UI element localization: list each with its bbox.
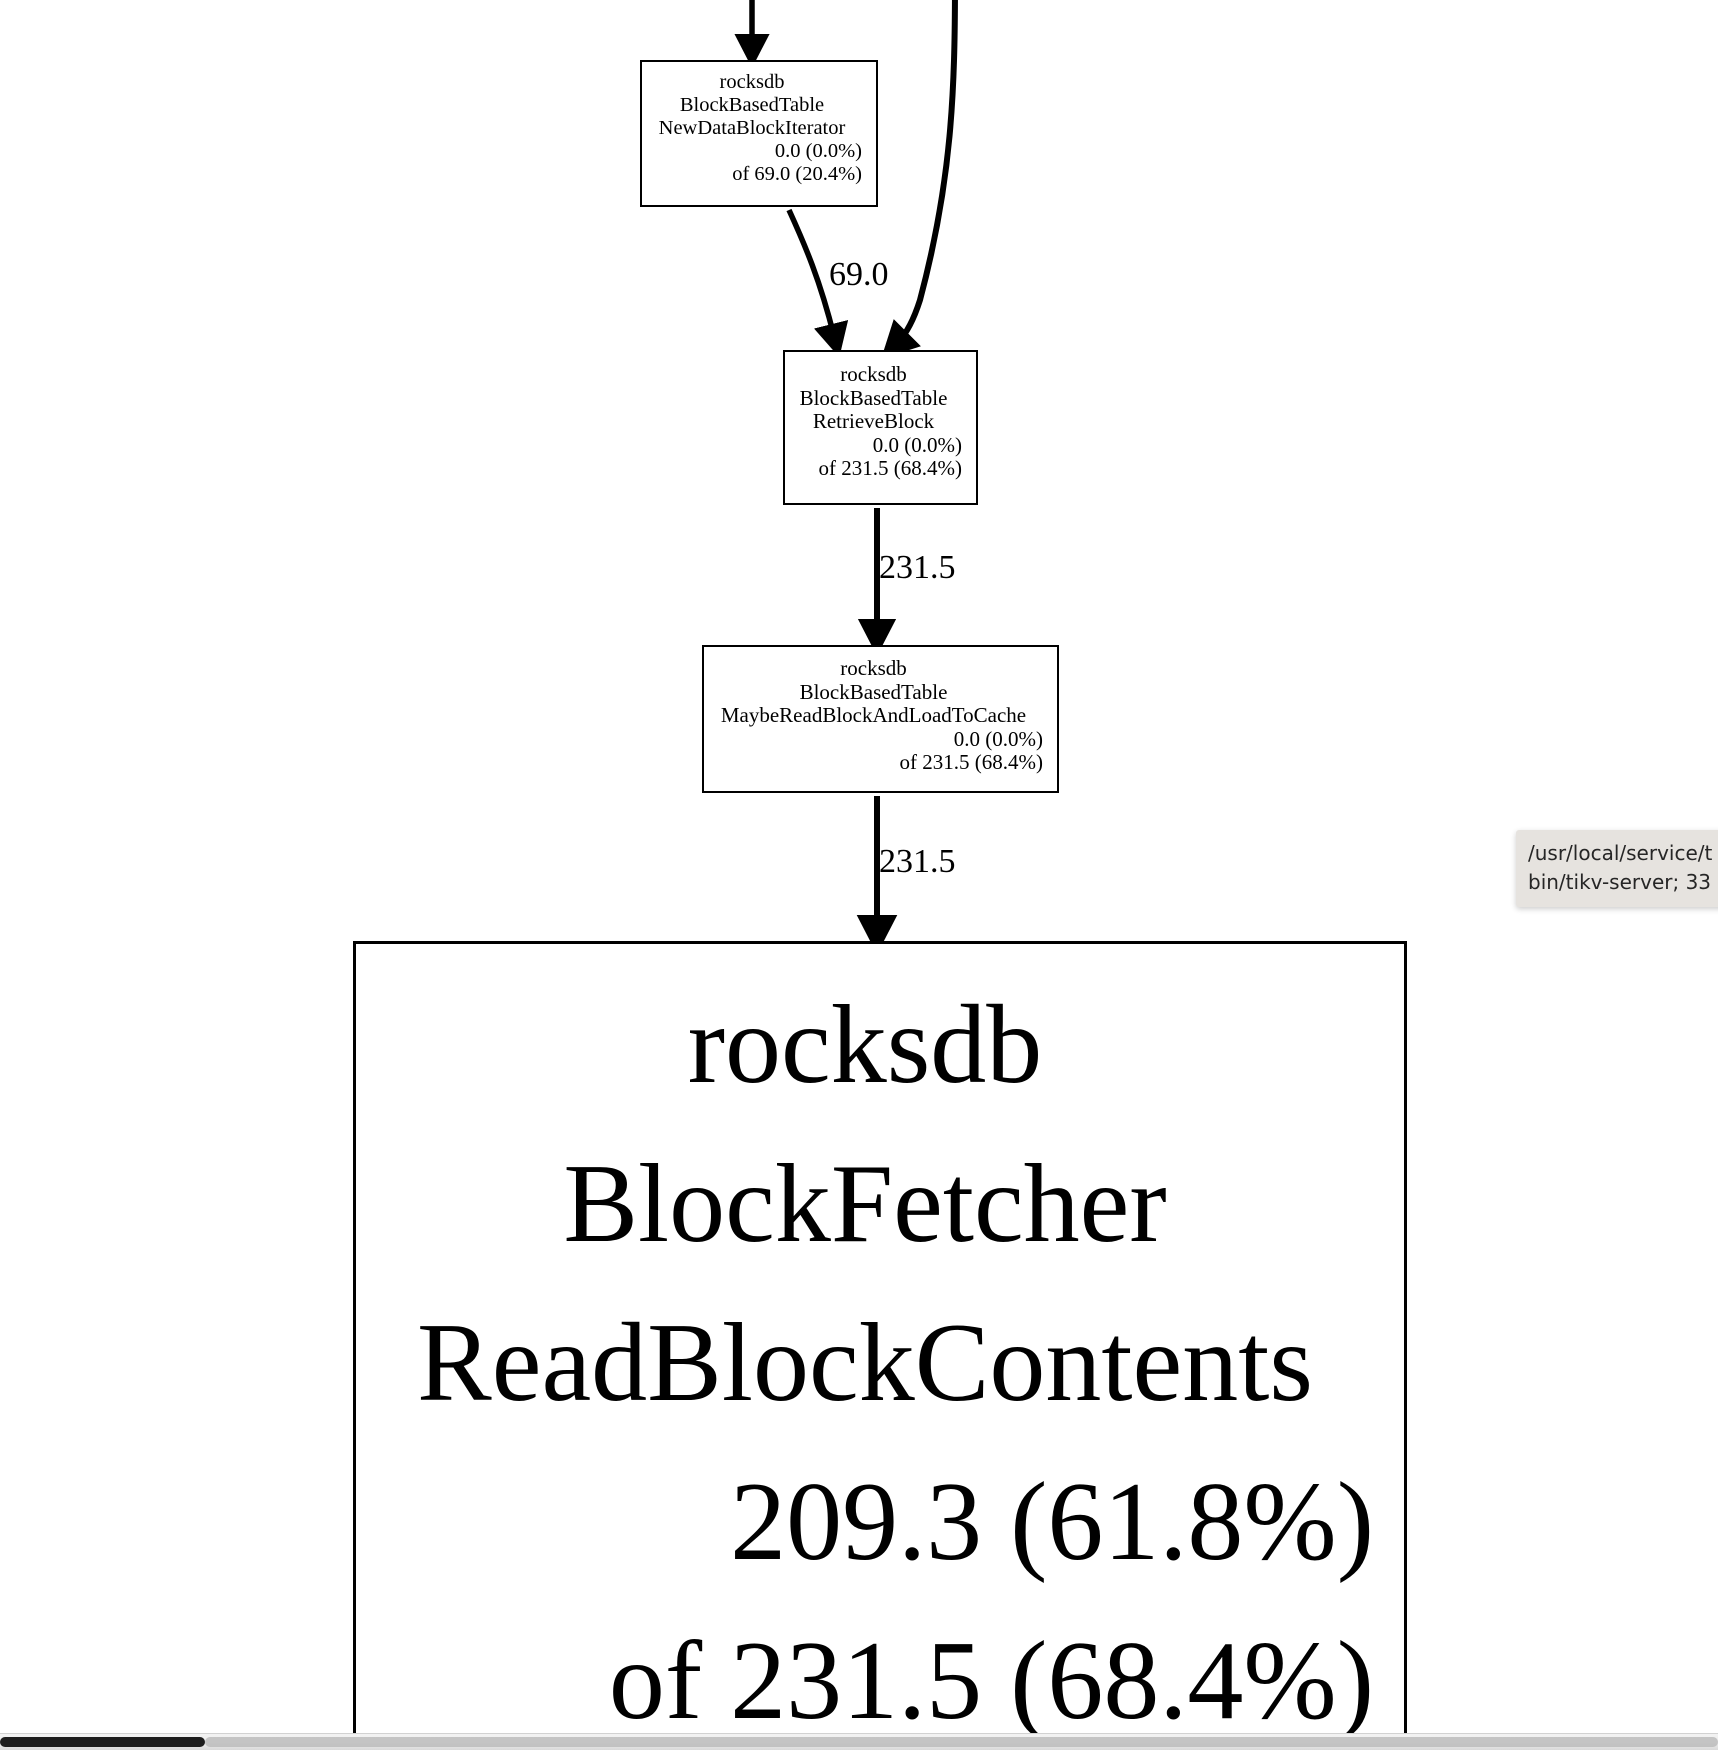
node-func-label: MaybeReadBlockAndLoadToCache — [720, 703, 1027, 728]
edge-label-new-data-block-iterator-to-retrieve-block: 69.0 — [829, 256, 889, 293]
tooltip-line-1: /usr/local/service/t — [1528, 841, 1713, 865]
node-class-label: BlockFetcher — [563, 1142, 1167, 1267]
node-flat-value: 0.0 (0.0%) — [872, 432, 962, 457]
node-cum-value: of 231.5 (68.4%) — [818, 456, 962, 481]
node-pkg-label: rocksdb — [840, 656, 907, 680]
node-class-label: BlockBasedTable — [799, 385, 948, 410]
edge-label-maybe-read-block-to-block-fetcher: 231.5 — [879, 843, 956, 880]
horizontal-scrollbar-track[interactable] — [205, 1737, 1718, 1747]
node-func-label: RetrieveBlock — [812, 409, 935, 434]
graph-node-maybe-read-block-and-load-to-cache[interactable]: rocksdb BlockBasedTable MaybeReadBlockAn… — [702, 645, 1059, 793]
horizontal-scrollbar[interactable] — [0, 1733, 1718, 1750]
node-cum-value: of 69.0 (20.4%) — [732, 162, 862, 185]
node-class-label: BlockBasedTable — [679, 93, 825, 116]
node-flat-value: 0.0 (0.0%) — [953, 726, 1043, 751]
node-flat-value: 0.0 (0.0%) — [774, 139, 862, 162]
horizontal-scrollbar-thumb[interactable] — [0, 1737, 205, 1747]
node-func-label: NewDataBlockIterator — [658, 116, 846, 139]
graph-node-block-fetcher-read-block-contents[interactable]: rocksdb BlockFetcher ReadBlockContents 2… — [353, 941, 1407, 1744]
node-class-label: BlockBasedTable — [799, 679, 948, 704]
edge-new-data-block-iterator-to-retrieve-block — [786, 208, 849, 358]
node-pkg-label: rocksdb — [719, 71, 785, 93]
node-hover-tooltip: /usr/local/service/t bin/tikv-server; 33 — [1516, 830, 1718, 907]
node-pkg-label: rocksdb — [840, 362, 907, 386]
graph-node-new-data-block-iterator[interactable]: rocksdb BlockBasedTable NewDataBlockIter… — [640, 60, 878, 207]
graph-node-retrieve-block[interactable]: rocksdb BlockBasedTable RetrieveBlock 0.… — [783, 350, 978, 505]
node-cum-value: of 231.5 (68.4%) — [608, 1619, 1374, 1744]
node-func-label: ReadBlockContents — [417, 1301, 1313, 1426]
edge-label-retrieve-block-to-maybe-read-block: 231.5 — [879, 549, 956, 586]
node-cum-value: of 231.5 (68.4%) — [899, 750, 1043, 775]
tooltip-line-2: bin/tikv-server; 33 — [1528, 870, 1712, 894]
edge-incoming-curved — [881, 0, 958, 359]
node-flat-value: 209.3 (61.8%) — [730, 1460, 1374, 1585]
node-pkg-label: rocksdb — [687, 983, 1043, 1107]
